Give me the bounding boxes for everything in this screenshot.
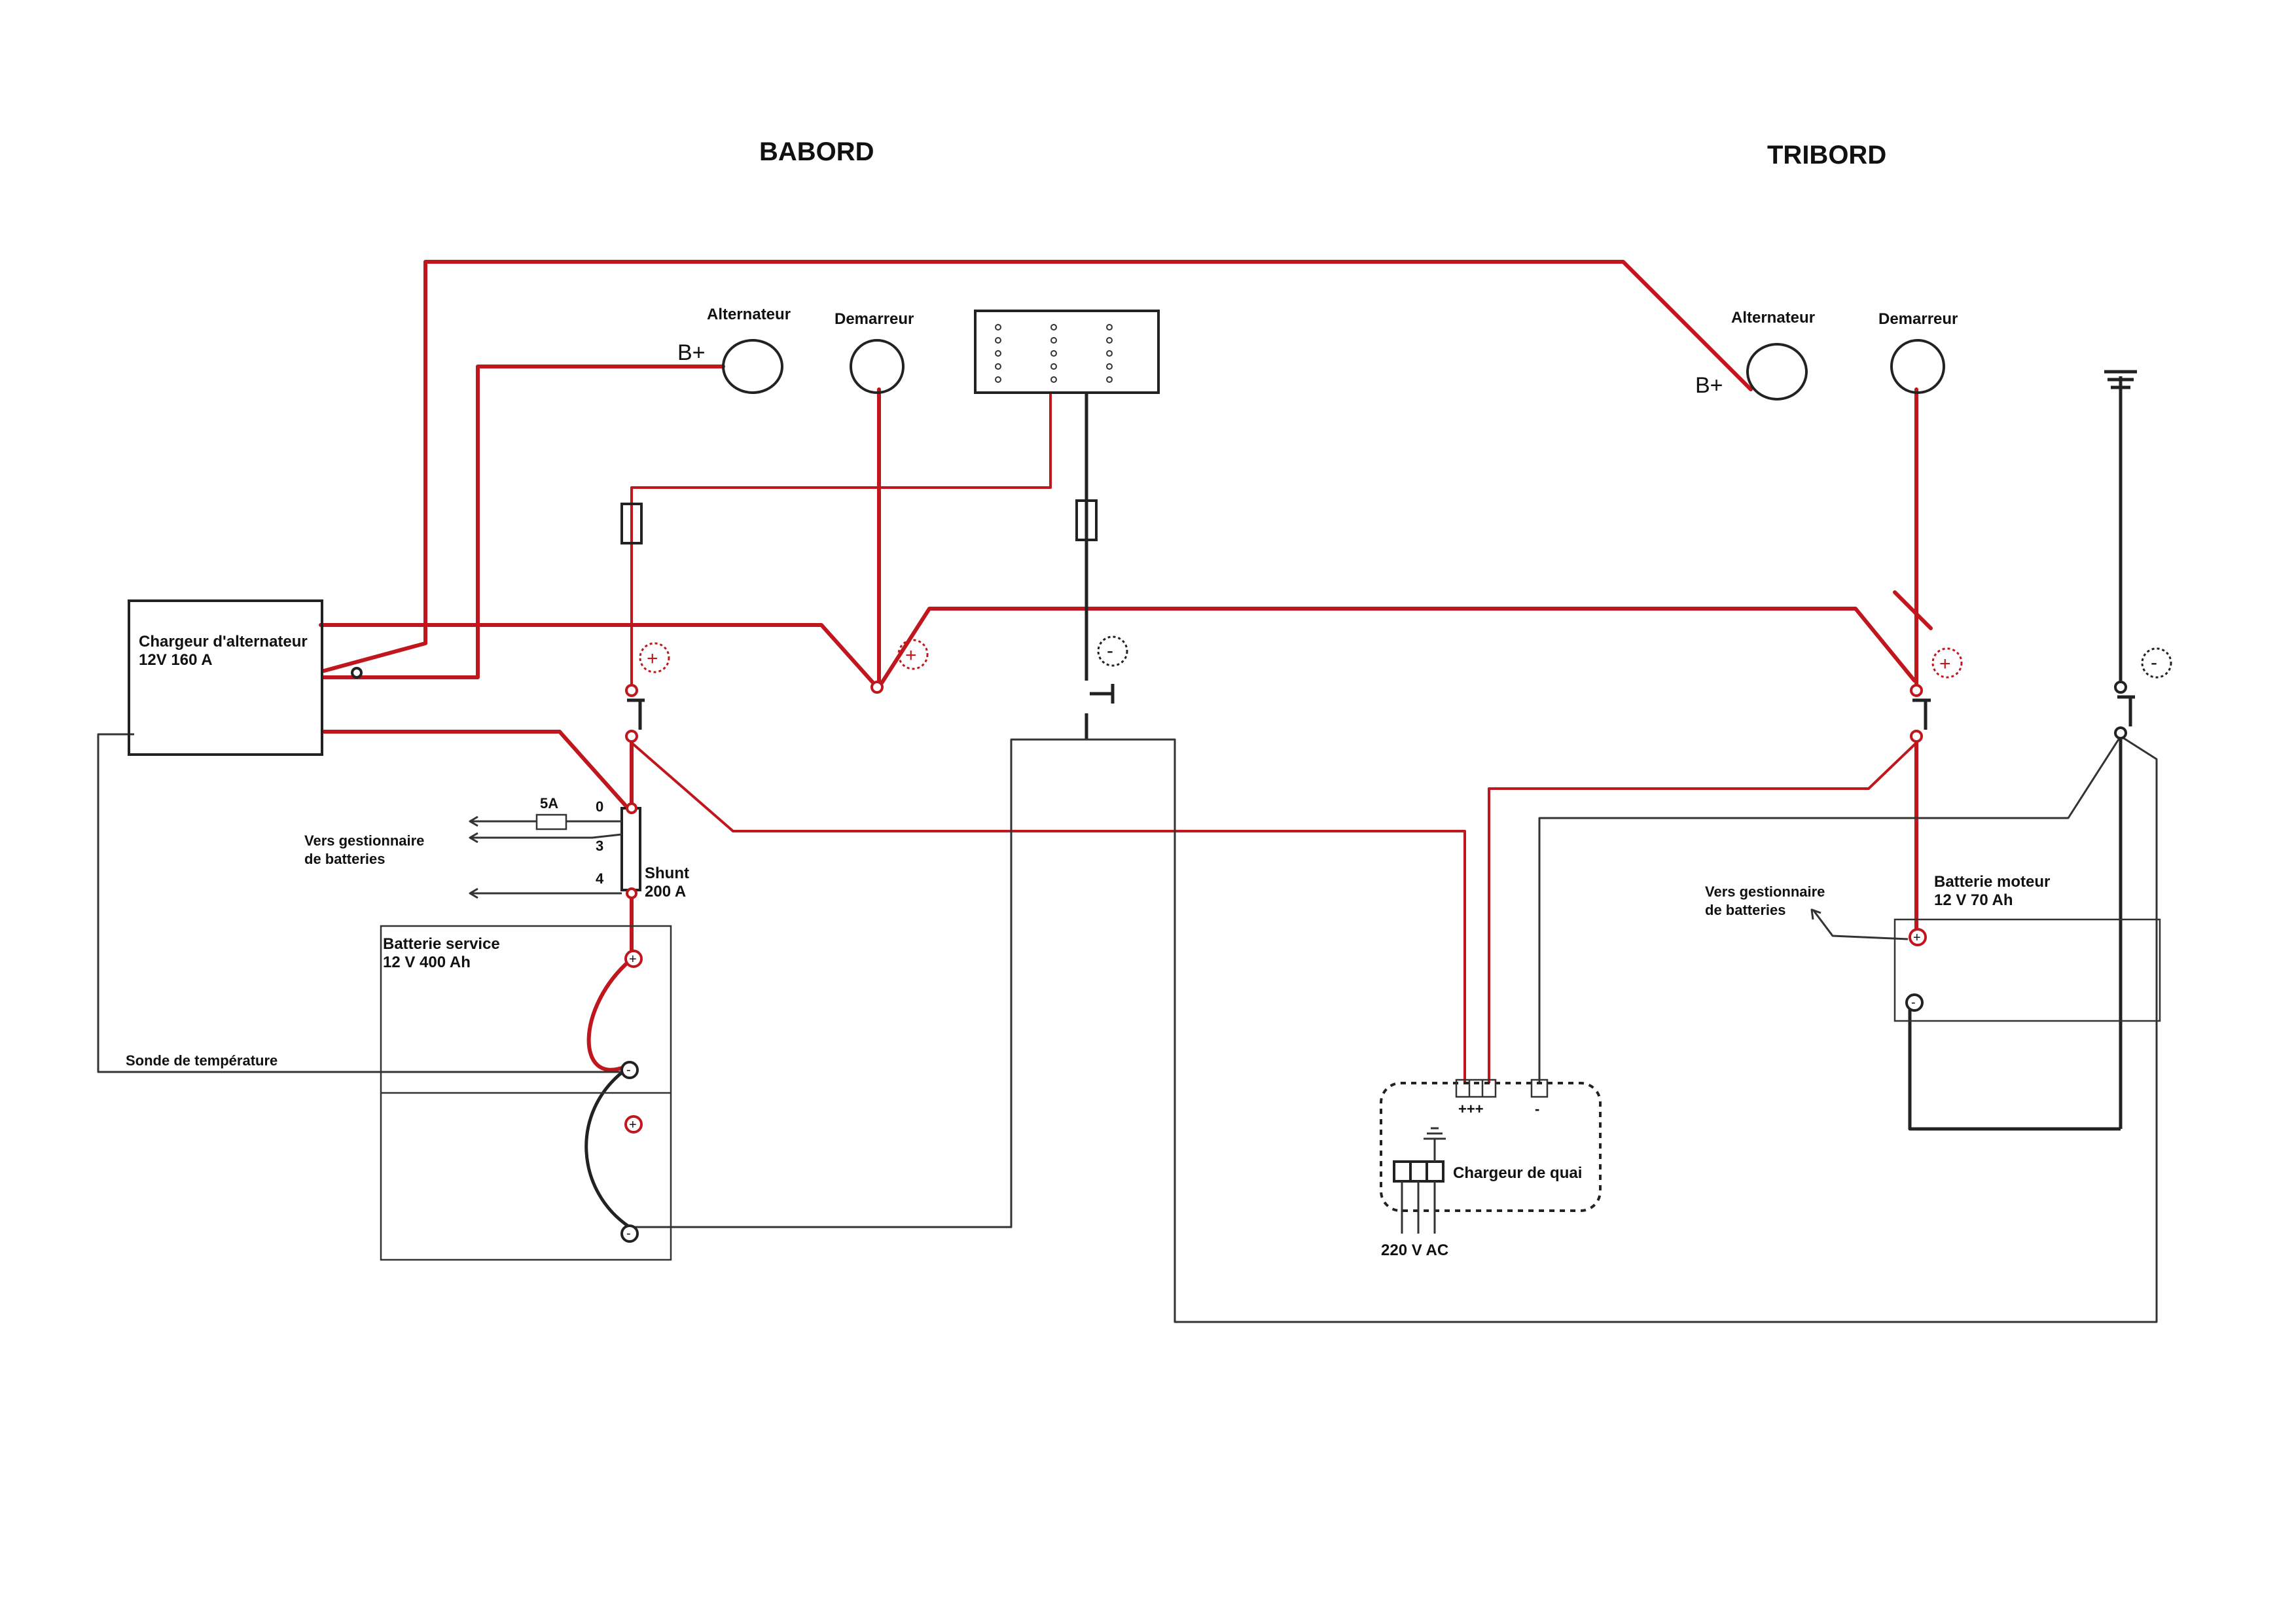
battery-terminal-plus-icon: +	[624, 950, 643, 968]
babord-starter-label: Demarreur	[834, 310, 914, 328]
negative-wires	[97, 376, 2158, 1323]
tribord-positive-switch: +	[1910, 647, 1963, 743]
battery-manager-right-line2: de batteries	[1705, 902, 1786, 918]
wire-charger-to-babord-starter-bus	[319, 623, 879, 689]
svg-text:+: +	[629, 952, 637, 967]
dock-charger-label: Chargeur de quai	[1453, 1164, 1582, 1182]
service-battery-label: Batterie service	[383, 935, 500, 953]
alternator-charger-title: Chargeur d'alternateur	[139, 633, 308, 651]
tribord-title: TRIBORD	[1767, 141, 1886, 169]
minus-icon	[2141, 647, 2172, 679]
wire-charger-to-tribord-alternator	[322, 260, 1753, 673]
shunt-rating: 200 A	[645, 883, 686, 901]
shunt-label: Shunt	[645, 865, 689, 882]
ac-input-label: 220 V AC	[1381, 1241, 1448, 1259]
babord-positive-switch: +	[625, 642, 670, 743]
fuse-5a-icon	[535, 813, 567, 830]
svg-text:+: +	[1939, 653, 1951, 675]
svg-text:+: +	[647, 648, 658, 669]
panel-terminals	[995, 324, 1113, 383]
fuse-negative-icon	[1075, 499, 1098, 541]
alternator-icon	[722, 339, 783, 394]
battery-manager-left-line1: Vers gestionnaire	[304, 832, 424, 849]
wire-dock-charger-negative	[1538, 736, 2122, 1083]
starter-icon	[850, 339, 905, 394]
arrow-icon	[1810, 908, 1909, 940]
svg-text:-: -	[1107, 640, 1113, 662]
tribord-alternator: Alternateur B+	[1695, 309, 1815, 401]
svg-text:+: +	[629, 1118, 637, 1132]
tribord-alternator-terminal: B+	[1695, 373, 1723, 398]
wire-battery-series-link-negative	[584, 1069, 631, 1229]
wire-temperature-probe	[97, 733, 628, 1073]
babord-starter: Demarreur	[834, 310, 914, 394]
babord-negative-switch: -	[1090, 635, 1128, 704]
shunt-pin-4: 4	[596, 870, 604, 887]
dock-charger-plus-label: +++	[1458, 1101, 1484, 1117]
ground-icon	[2104, 370, 2137, 389]
battery-manager-right-line1: Vers gestionnaire	[1705, 883, 1825, 900]
tribord-alternator-label: Alternateur	[1731, 309, 1815, 327]
babord-starter-junction: +	[870, 639, 929, 694]
service-battery: Batterie service 12 V 400 Ah + - + -	[380, 925, 672, 1261]
tribord-negative-switch: -	[2114, 647, 2172, 740]
svg-text:-: -	[626, 1226, 631, 1241]
alternator-charger-rating: 12V 160 A	[139, 651, 213, 669]
shunt-pin-0: 0	[596, 798, 603, 815]
wire-battery-series-link	[586, 959, 632, 1072]
wire-fuse-to-panel	[630, 393, 1052, 687]
alternator-charger: Chargeur d'alternateur 12V 160 A	[128, 599, 363, 756]
babord-title: BABORD	[759, 137, 874, 166]
babord-alternator-label: Alternateur	[707, 306, 791, 323]
wire-charger-to-babord-alternator	[322, 365, 725, 679]
plus-icon	[639, 642, 670, 673]
svg-text:-: -	[2151, 652, 2157, 673]
wire-babord-switch-to-dock-charger	[630, 741, 1466, 1083]
positive-wires	[319, 260, 1933, 1083]
distribution-panel	[974, 310, 1160, 394]
svg-text:-: -	[626, 1063, 631, 1077]
fuse-positive-icon	[620, 503, 643, 544]
battery-terminal-plus-icon: +	[624, 1115, 643, 1133]
wire-engine-battery-negative	[1908, 1001, 2121, 1131]
plus-icon	[1931, 647, 1963, 679]
battery-terminal-minus-icon: -	[620, 1061, 639, 1079]
shunt: 5A 0 3 4 Shunt 200 A	[469, 795, 689, 901]
dock-charger-minus-label: -	[1535, 1101, 1539, 1117]
wire-service-battery-negative	[632, 735, 2158, 1323]
babord-alternator-terminal: B+	[677, 340, 706, 365]
babord-alternator: Alternateur B+	[677, 306, 791, 394]
dock-charger-plus-terminals	[1455, 1079, 1497, 1098]
fuse-5a-label: 5A	[540, 795, 558, 812]
battery-manager-left-line2: de batteries	[304, 851, 386, 867]
battery-terminal-minus-icon: -	[620, 1224, 639, 1243]
wire-tribord-switch-to-dock-charger	[1488, 741, 1918, 1083]
shunt-pin-3: 3	[596, 838, 603, 854]
tribord-switch-slash	[1893, 590, 1933, 630]
battery-terminal-plus-icon: +	[1909, 928, 1927, 946]
starter-icon	[1890, 339, 1945, 394]
arrow-icons	[469, 815, 622, 899]
plus-icon	[897, 639, 929, 670]
ground-icon	[1424, 1127, 1446, 1162]
engine-battery: Batterie moteur 12 V 70 Ah + -	[1893, 873, 2161, 1022]
svg-text:-: -	[1911, 995, 1916, 1010]
minus-icon	[1097, 635, 1128, 667]
ac-input-terminals	[1393, 1160, 1444, 1183]
svg-text:+: +	[1913, 931, 1921, 945]
dock-charger: +++ - Chargeur de quai 220 V AC	[1380, 1079, 1602, 1259]
temperature-probe-label: Sonde de température	[126, 1052, 278, 1069]
engine-battery-label: Batterie moteur	[1934, 873, 2050, 891]
service-battery-rating: 12 V 400 Ah	[383, 954, 471, 971]
engine-battery-rating: 12 V 70 Ah	[1934, 891, 2013, 909]
dock-charger-minus-terminal	[1530, 1079, 1549, 1098]
wire-charger-to-shunt	[322, 730, 627, 807]
svg-text:+: +	[905, 645, 917, 666]
tribord-starter-label: Demarreur	[1878, 310, 1958, 328]
tribord-starter: Demarreur	[1878, 310, 1958, 394]
alternator-icon	[1746, 343, 1808, 401]
wire-babord-starter-to-tribord-switch	[877, 607, 1916, 689]
battery-terminal-minus-icon: -	[1905, 993, 1924, 1012]
